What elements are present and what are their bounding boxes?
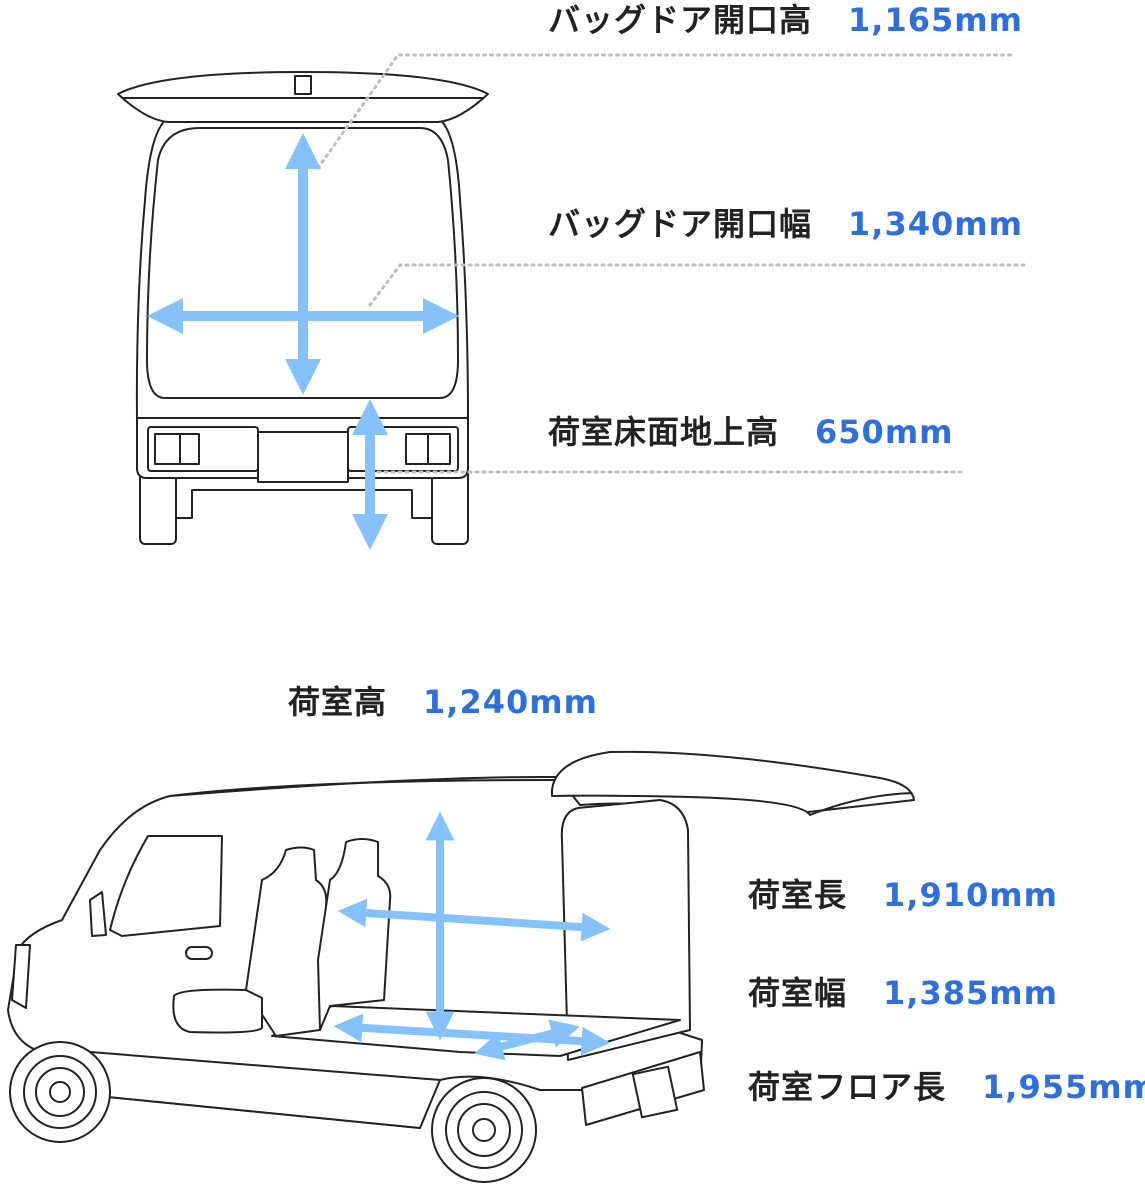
spec-value: 1,165mm (848, 1, 1023, 39)
leader-door-width (368, 263, 1027, 307)
tail-light-left-lamp (154, 433, 200, 465)
spec-label: 荷室長 (748, 876, 848, 914)
arrow-cargo-width (474, 1019, 580, 1061)
side-mirror (89, 891, 107, 937)
spec-cargo-floor-length: 荷室フロア長 1,955mm (748, 1069, 1145, 1105)
rear-dimension-arrows (147, 133, 459, 550)
rear-wheel (431, 1077, 537, 1183)
raised-hatch (551, 750, 915, 816)
rear-leader-lines (316, 53, 1027, 474)
spec-cargo-height: 荷室高 1,240mm (288, 684, 598, 720)
front-window (109, 835, 223, 937)
rear-plate (631, 1065, 679, 1119)
door-latch (294, 75, 312, 95)
cargo-opening (560, 799, 691, 1061)
seat-cushion (172, 988, 263, 1034)
spec-value: 1,340mm (848, 205, 1023, 243)
spec-back-door-height: バッグドア開口高 1,165mm (548, 2, 1023, 38)
spec-value: 1,240mm (423, 683, 598, 721)
door-handle (185, 946, 213, 960)
spec-label: バッグドア開口幅 (548, 205, 813, 243)
rear-wheel-right (431, 467, 469, 545)
spec-value: 650mm (815, 413, 954, 451)
spec-label: バッグドア開口高 (548, 1, 813, 39)
spec-back-door-width: バッグドア開口幅 1,340mm (548, 206, 1023, 242)
spec-cargo-width: 荷室幅 1,385mm (748, 975, 1058, 1011)
arrow-cargo-length (337, 898, 611, 942)
rear-wheel-left (139, 467, 177, 545)
side-wheels (9, 1041, 537, 1183)
spec-label: 荷室高 (288, 683, 388, 721)
spec-floor-ground-height: 荷室床面地上高 650mm (548, 414, 954, 450)
spec-value: 1,910mm (883, 876, 1058, 914)
raised-hatch-edge (809, 792, 913, 816)
roof-line (169, 779, 559, 797)
spec-label: 荷室幅 (748, 974, 848, 1012)
front-wheel (9, 1041, 111, 1143)
spec-cargo-length: 荷室長 1,910mm (748, 877, 1058, 913)
side-dimension-arrows (333, 811, 611, 1061)
spec-value: 1,955mm (982, 1068, 1145, 1106)
spec-value: 1,385mm (883, 974, 1058, 1012)
license-plate (257, 431, 349, 483)
headlight (11, 944, 31, 1009)
spec-label: 荷室フロア長 (748, 1068, 947, 1106)
spec-label: 荷室床面地上高 (548, 413, 780, 451)
rear-seat-back (245, 846, 328, 1037)
